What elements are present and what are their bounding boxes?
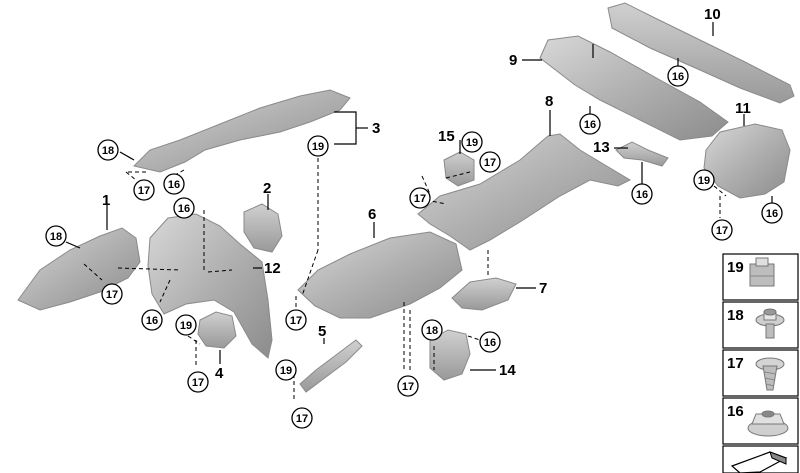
part-6-shape	[297, 231, 463, 319]
part-1-shape	[17, 227, 141, 311]
legend-label-17: 17	[727, 355, 744, 372]
svg-text:16: 16	[766, 208, 778, 220]
part-icon-partial	[730, 451, 788, 473]
callout-12: 12	[264, 260, 281, 277]
callout-14: 14	[499, 362, 516, 379]
legend-label-18: 18	[727, 307, 744, 324]
svg-text:16: 16	[584, 119, 596, 131]
circled-16-g: 16	[141, 309, 163, 331]
callout-2: 2	[263, 180, 271, 197]
part-14-shape	[429, 329, 471, 381]
circled-17-a: 17	[133, 179, 155, 201]
part-8-shape	[417, 133, 632, 251]
legend-label-19: 19	[727, 259, 744, 276]
flange-nut-icon	[747, 410, 789, 437]
circled-19-e: 19	[693, 169, 715, 191]
callout-1: 1	[102, 192, 110, 209]
circled-16-f: 16	[173, 197, 195, 219]
callout-4: 4	[215, 365, 224, 382]
clip-nut-icon	[749, 257, 775, 287]
circled-16-e: 16	[163, 173, 185, 195]
part-15-shape	[443, 151, 475, 187]
callout-10: 10	[704, 6, 721, 23]
legend-label-16: 16	[727, 403, 744, 420]
circled-17-i: 17	[711, 219, 733, 241]
push-nut-icon	[755, 308, 785, 339]
circled-17-h: 17	[397, 375, 419, 397]
part-4-shape	[197, 311, 237, 349]
callout-5: 5	[318, 323, 326, 340]
circled-18-b: 18	[45, 225, 67, 247]
svg-text:17: 17	[716, 225, 728, 237]
svg-text:16: 16	[484, 337, 496, 349]
svg-text:17: 17	[290, 315, 302, 327]
circled-17-b: 17	[101, 283, 123, 305]
svg-text:19: 19	[698, 175, 710, 187]
svg-text:17: 17	[192, 377, 204, 389]
part-2-shape	[243, 203, 283, 253]
circled-19-a: 19	[307, 135, 329, 157]
svg-text:19: 19	[312, 141, 324, 153]
part-11-shape	[703, 123, 791, 199]
svg-text:18: 18	[50, 231, 62, 243]
svg-text:18: 18	[426, 325, 438, 337]
circled-17-e: 17	[285, 309, 307, 331]
svg-text:17: 17	[296, 413, 308, 425]
svg-text:19: 19	[280, 365, 292, 377]
part-9-shape	[539, 35, 729, 141]
part-5-shape	[299, 339, 363, 393]
circled-19-c: 19	[175, 314, 197, 336]
callout-8: 8	[545, 93, 553, 110]
part-10-shape	[607, 2, 795, 104]
svg-text:17: 17	[106, 289, 118, 301]
circled-16-d: 16	[761, 202, 783, 224]
circled-18-a: 18	[97, 139, 119, 161]
dashed-lines	[83, 158, 727, 402]
callout-3: 3	[372, 120, 380, 137]
callout-11: 11	[735, 100, 751, 117]
leader-lines	[65, 22, 773, 371]
circled-16-h: 16	[479, 331, 501, 353]
circled-16-c: 16	[631, 183, 653, 205]
svg-text:18: 18	[102, 145, 114, 157]
svg-text:16: 16	[146, 315, 158, 327]
screw-icon	[755, 357, 785, 391]
svg-text:17: 17	[402, 381, 414, 393]
callout-13: 13	[593, 139, 610, 156]
part-13-shape	[615, 141, 669, 167]
circled-17-f: 17	[187, 371, 209, 393]
circled-17-c: 17	[479, 151, 501, 173]
circled-19-b: 19	[461, 131, 483, 153]
svg-text:17: 17	[138, 185, 150, 197]
callout-7: 7	[539, 280, 547, 297]
callout-15: 15	[438, 128, 455, 145]
svg-text:19: 19	[180, 320, 192, 332]
callout-9: 9	[509, 52, 517, 69]
svg-text:17: 17	[414, 193, 426, 205]
part-3-shape	[133, 89, 351, 173]
svg-text:17: 17	[484, 157, 496, 169]
circled-19-d: 19	[275, 359, 297, 381]
circled-16-b: 16	[579, 113, 601, 135]
svg-text:16: 16	[672, 71, 684, 83]
circled-16-a: 16	[667, 65, 689, 87]
fastener-legend: 19 18 17 16	[722, 253, 799, 473]
circled-17-g: 17	[291, 407, 313, 429]
svg-text:16: 16	[168, 179, 180, 191]
circled-18-c: 18	[421, 319, 443, 341]
svg-text:16: 16	[636, 189, 648, 201]
part-12-shape	[147, 213, 273, 359]
circled-17-d: 17	[409, 187, 431, 209]
svg-text:16: 16	[178, 203, 190, 215]
svg-text:19: 19	[466, 137, 478, 149]
callout-6: 6	[368, 206, 376, 223]
part-7-shape	[451, 277, 517, 311]
